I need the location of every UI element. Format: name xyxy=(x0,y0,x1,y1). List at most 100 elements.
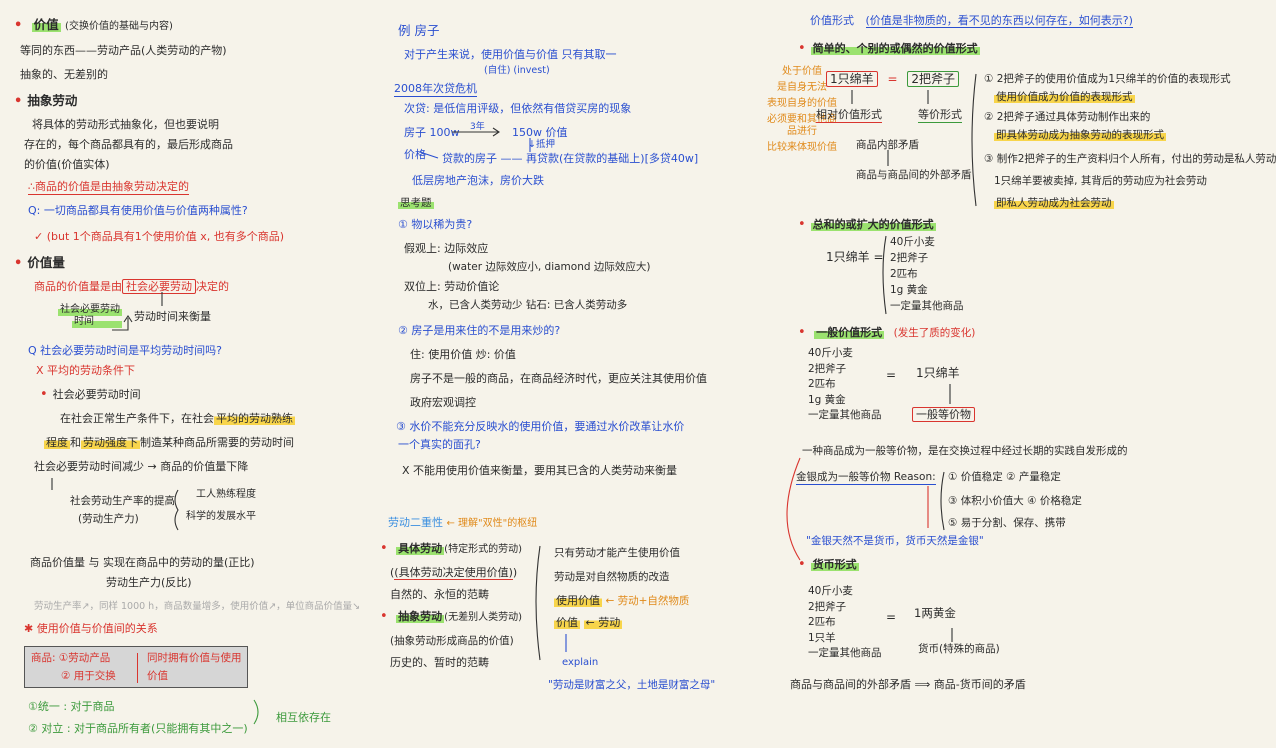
definition-line: 在社会正常生产条件下，在社会平均的劳动熟练 xyxy=(60,412,295,425)
concrete-labor-line: 自然的、永恒的范畴 xyxy=(390,588,489,601)
gold-reason: ⑤ 易于分割、保存、携带 xyxy=(948,517,1066,529)
answer-line: 假观上: 边际效应 xyxy=(404,242,489,255)
gold-reason-heading: 金银成为一般等价物 Reason: xyxy=(796,471,936,485)
left-note: 处于价值 是自身无法 表现自身的价值 必须要和其他商品进行 比较来体现价值 xyxy=(767,66,837,153)
example-line: 房子 100w xyxy=(404,126,460,139)
general-form-heading: 一般价值形式 (发生了质的变化) xyxy=(798,326,975,340)
concrete-labor-heading: 具体劳动(特定形式的劳动) xyxy=(380,542,522,557)
general-explain: 一种商品成为一般等价物，是在交换过程中经过长期的实践自发形成的 xyxy=(802,445,1128,457)
explain-label: explain xyxy=(562,657,599,668)
money-list: 40斤小麦 2把斧子 2匹布 1只羊 一定量其他商品 xyxy=(808,585,882,659)
opposition-line: ② 对立 : 对于商品所有者(只能拥有其中之一) xyxy=(28,722,248,735)
abstract-labor-line: 历史的、暂时的范畴 xyxy=(390,656,489,669)
money-right: 1两黄金 xyxy=(914,606,956,620)
necessary-labor-label: 社会必要劳动 时间 xyxy=(58,304,122,328)
external-contradiction: 商品与商品间的外部矛盾 xyxy=(856,169,972,181)
example-line: (自住) (invest) xyxy=(484,65,550,76)
interdependence-label: 相互依存在 xyxy=(276,711,331,724)
example-line: ↓抵押 xyxy=(528,139,555,150)
dual-labor-heading: 劳动二重性 ← 理解"双性"的枢纽 xyxy=(388,516,538,529)
form-note: 即具体劳动成为抽象劳动的表现形式 xyxy=(994,129,1166,141)
simple-form-heading: 简单的、个别的或偶然的价值形式 xyxy=(798,42,980,56)
question-line: 一个真实的面孔? xyxy=(398,438,481,451)
relative-form-label: 相对价值形式 xyxy=(816,108,882,123)
heading-value: 价值 (交换价值的基础与内容) xyxy=(14,17,173,34)
universal-equivalent: 一般等价物 xyxy=(912,407,975,422)
sub-heading: 社会必要劳动时间 xyxy=(40,388,141,402)
column-value-form: 价值形式 (价值是非物质的，看不见的东西以何存在，如何表示?) 简单的、个别的或… xyxy=(767,0,1276,748)
question-line: ③ 水价不能充分反映水的使用价值，要通过水价改革让水价 xyxy=(396,420,685,433)
expanded-form-heading: 总和的或扩大的价值形式 xyxy=(798,218,936,232)
example-heading: 例 房子 xyxy=(398,23,440,38)
thinking-heading: 思考题 xyxy=(398,197,434,209)
answer-line: X 平均的劳动条件下 xyxy=(36,364,136,377)
definition-line: 程度和劳动强度下制造某种商品所需要的劳动时间 xyxy=(44,436,294,449)
relation-line: 商品价值量 与 实现在商品中的劳动的量(正比) xyxy=(30,556,255,569)
quote-line: "劳动是财富之父，土地是财富之母" xyxy=(548,679,716,691)
example-line: 对于产生来说，使用价值与价值 只有其取一 xyxy=(404,48,617,61)
question-line: Q: 一切商品都具有使用价值与价值两种属性? xyxy=(28,204,248,217)
note-line: 存在的，每个商品都具有的，最后形成商品 xyxy=(24,138,233,151)
value-quantity-def: 商品的价值量是由社会必要劳动决定的 xyxy=(34,279,229,294)
simple-equation: 1只绵羊 = 2把斧子 xyxy=(826,71,959,87)
money-form-heading: 货币形式 xyxy=(798,558,859,572)
answer-line: ✓ (but 1个商品具有1个使用价值 x, 也有多个商品) xyxy=(34,230,285,243)
effect-line: 社会必要劳动时间减少 → 商品的价值量下降 xyxy=(34,460,249,473)
answer-line: 政府宏观调控 xyxy=(410,396,476,409)
note-line: 将具体的劳动形式抽象化，但也要说明 xyxy=(32,118,219,131)
heading-abstract-labor: 抽象劳动 xyxy=(14,94,77,109)
note-line: 抽象的、无差别的 xyxy=(20,68,108,81)
answer-line: 房子不是一般的商品，在商品经济时代，更应关注其使用价值 xyxy=(410,372,707,385)
answer-line: (water 边际效应小, diamond 边际效应大) xyxy=(448,261,651,273)
conclusion-line: ∴商品的价值是由抽象劳动决定的 xyxy=(28,180,189,195)
money-equals: = xyxy=(886,610,897,624)
answer-line: 住: 使用价值 炒: 价值 xyxy=(410,348,516,361)
form-note: ② 2把斧子通过具体劳动制作出来的 xyxy=(984,111,1151,123)
heading-value-quantity: 价值量 xyxy=(14,256,65,271)
final-contradiction: 商品与商品间的外部矛盾 ⟹ 商品-货币间的矛盾 xyxy=(790,678,1026,691)
factor-line: 工人熟练程度 xyxy=(196,489,256,500)
example-line: 低层房地产泡沫，房价大跌 xyxy=(412,174,544,187)
money-label: 货币(特殊的商品) xyxy=(918,643,1000,655)
unity-line: ①统一 : 对于商品 xyxy=(28,700,115,713)
example-line: 次贷: 是低信用评级，但依然有借贷买房的现象 xyxy=(404,102,632,115)
general-right: 1只绵羊 xyxy=(916,366,960,380)
example-line: 150w 价值 xyxy=(512,126,568,139)
general-list: 40斤小麦 2把斧子 2匹布 1g 黄金 一定量其他商品 xyxy=(808,347,882,421)
question-line: ① 物以稀为贵? xyxy=(398,218,473,231)
answer-line: 水，已含人类劳动少 钻石: 已含人类劳动多 xyxy=(428,299,628,311)
form-note: ① 2把斧子的使用价值成为1只绵羊的价值的表现形式 xyxy=(984,73,1231,85)
crisis-heading: 2008年次贷危机 xyxy=(394,82,477,97)
note-line: 的价值(价值实体) xyxy=(24,158,110,171)
example-line: 价格 xyxy=(404,148,426,161)
answer-line: X 不能用使用价值来衡量，要用其已含的人类劳动来衡量 xyxy=(402,464,678,477)
column-value: 价值 (交换价值的基础与内容) 等同的东西——劳动产品(人类劳动的产物) 抽象的… xyxy=(14,0,364,748)
form-note: 使用价值成为价值的表现形式 xyxy=(994,91,1135,103)
note-line: 等同的东西——劳动产品(人类劳动的产物) xyxy=(20,44,227,57)
gold-reason: ① 价值稳定 ② 产量稳定 xyxy=(948,471,1061,483)
form-note: ③ 制作2把斧子的生产资料归个人所有，付出的劳动是私人劳动 xyxy=(984,153,1276,165)
box-divider xyxy=(137,653,139,683)
labor-time-label: 劳动时间来衡量 xyxy=(134,310,211,323)
labor-explain-line: 使用价值 ← 劳动+自然物质 xyxy=(554,594,690,607)
abstract-labor-heading: 抽象劳动(无差别人类劳动) xyxy=(380,610,522,625)
example-line: 贷款的房子 —— 再贷款(在贷款的基础上)[多贷40w] xyxy=(442,152,699,165)
labor-explain-line: 只有劳动才能产生使用价值 xyxy=(554,547,680,559)
form-note: 即私人劳动成为社会劳动 xyxy=(994,197,1114,209)
concrete-labor-line: ((具体劳动决定使用价值)) xyxy=(390,566,518,580)
equivalent-form-label: 等价形式 xyxy=(918,108,962,123)
productivity-line: 社会劳动生产率的提高 xyxy=(70,495,175,507)
question-line: ② 房子是用来住的不是用来炒的? xyxy=(398,324,561,337)
value-form-title: 价值形式 (价值是非物质的，看不见的东西以何存在，如何表示?) xyxy=(810,14,1133,28)
labor-explain-line: 劳动是对自然物质的改造 xyxy=(554,571,670,583)
example-line: 3年 xyxy=(470,122,485,132)
internal-contradiction: 商品内部矛盾 xyxy=(856,139,919,151)
abstract-labor-line: (抽象劳动形成商品的价值) xyxy=(390,635,514,647)
labor-explain-line: 价值 ← 劳动 xyxy=(554,616,623,629)
faded-line: 劳动生产率↗，同样 1000 h，商品数量增多，使用价值↗，单位商品价值量↘ xyxy=(34,601,361,612)
relation-line: 劳动生产力(反比) xyxy=(106,576,192,589)
column-example: 例 房子 对于产生来说，使用价值与价值 只有其取一 (自住) (invest) … xyxy=(388,0,748,748)
gold-reason: ③ 体积小价值大 ④ 价格稳定 xyxy=(948,495,1082,507)
heading-relation: ✱ 使用价值与价值间的关系 xyxy=(24,622,158,635)
